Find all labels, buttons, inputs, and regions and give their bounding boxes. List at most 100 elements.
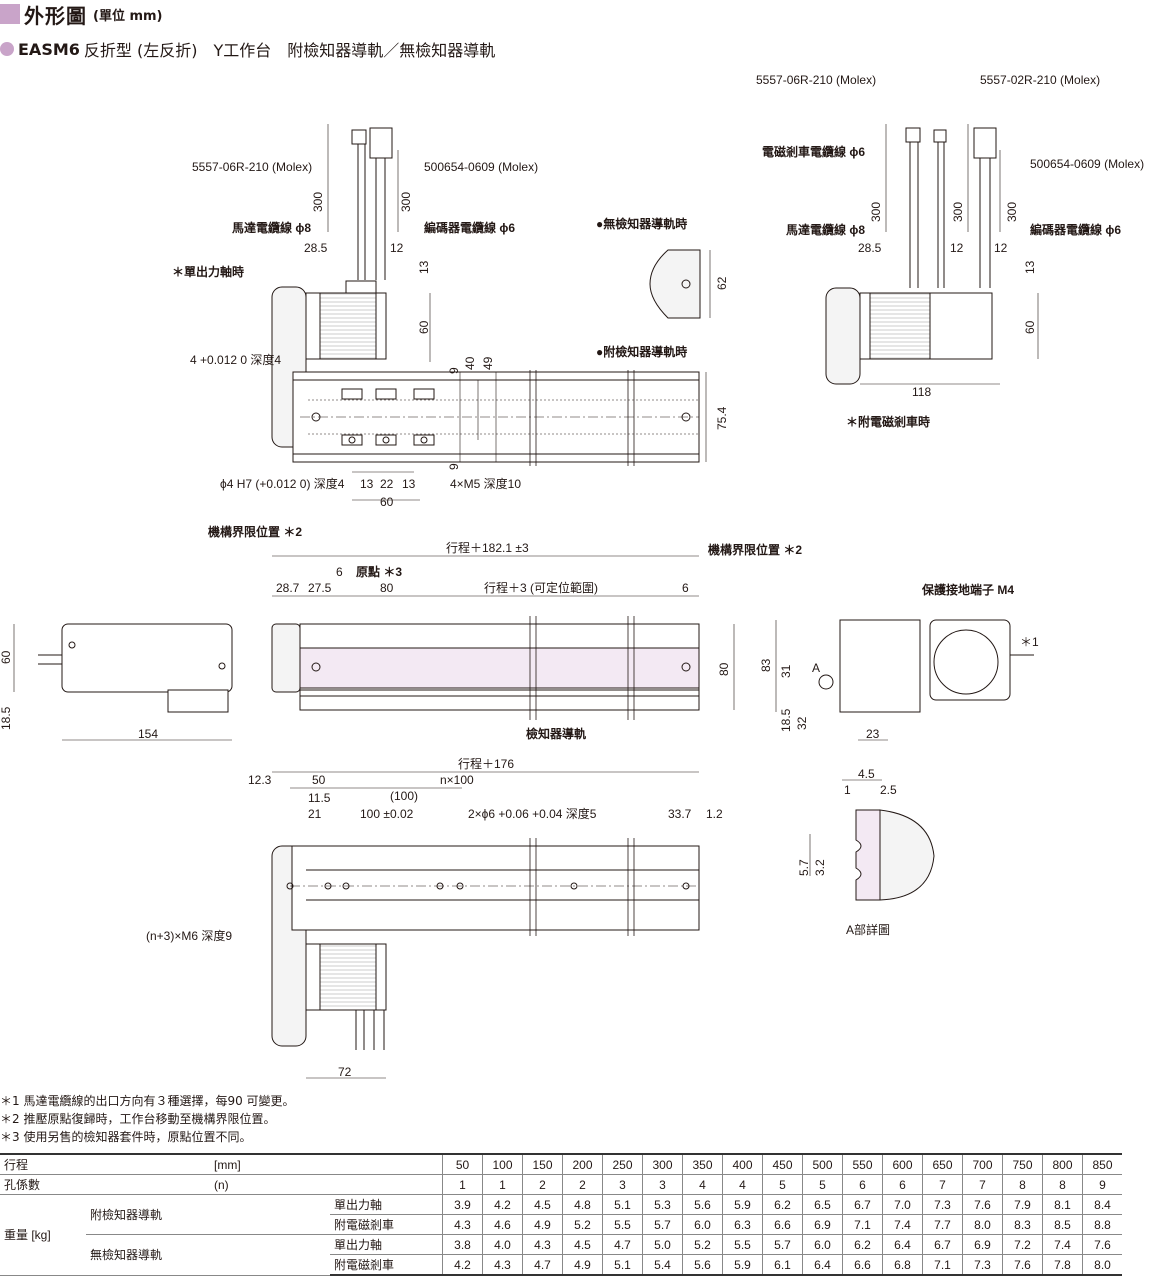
dim-9-a: 9 [447,367,461,374]
weight-cell: 6.8 [882,1254,923,1276]
stroke-cell: 200 [562,1153,603,1175]
dim-6: 6 [336,565,343,579]
label-sensor-rail: 檢知器導軌 [526,726,586,741]
weight-cell: 7.4 [1042,1234,1083,1255]
label-m5: 4×M5 深度10 [450,476,521,491]
weight-cell: 4.2 [482,1194,523,1215]
stroke-cell: 150 [522,1153,563,1175]
bullet-icon [0,42,14,56]
dim-12-3: 12.3 [248,773,272,787]
holes-cell: 5 [762,1174,803,1195]
holes-cell: 6 [882,1174,923,1195]
weight-cell: 7.9 [1002,1194,1043,1215]
weight-cell: 4.9 [522,1214,563,1235]
holes-cell: 2 [562,1174,603,1195]
weight-cell: 8.3 [1002,1214,1043,1235]
dim-80: 80 [380,581,394,595]
label-brake-cable: 電磁剎車電纜線 ϕ6 [762,144,865,159]
dim-32: 32 [795,716,809,730]
weight-cell: 4.0 [482,1234,523,1255]
dim-e-18-5: 18.5 [779,708,793,732]
weight-cell: 5.2 [562,1214,603,1235]
dim-13-a: 13 [360,477,374,491]
dim-300-b: 300 [399,192,413,212]
dim-9-b: 9 [447,463,461,470]
weight-cell: 4.7 [522,1254,563,1276]
dim-22: 22 [380,477,394,491]
weight-cell: 4.8 [562,1194,603,1215]
dim-r-300-a: 300 [869,202,883,222]
row-brake: 附電磁剎車 [330,1254,443,1276]
label-hole-4: 4 +0.012 0 深度4 [190,352,281,367]
holes-cell: 3 [642,1174,683,1195]
label-no-sensor-rail: ●無檢知器導軌時 [596,216,687,231]
weight-cell: 7.0 [882,1194,923,1215]
dim-1-2: 1.2 [706,807,723,821]
weight-cell: 6.7 [842,1194,883,1215]
row-brake: 附電磁剎車 [330,1214,443,1235]
label-ground-terminal: 保護接地端子 M4 [921,582,1014,597]
weight-cell: 4.5 [562,1234,603,1255]
dim-4-5: 4.5 [858,767,875,781]
dim-72: 72 [338,1065,352,1079]
label-origin: 原點 ＊3 [356,564,402,579]
weight-table: 行程 [mm] 50 100 150 200 250 300 350 400 4… [0,1153,1122,1276]
dim-80-h: 80 [717,662,731,676]
weight-label: 重量 [kg] [0,1194,86,1276]
holes-cell: 7 [962,1174,1003,1195]
dim-1: 1 [844,783,851,797]
dim-40: 40 [463,356,477,370]
dim-60-b: 60 [380,495,394,509]
weight-cell: 6.1 [762,1254,803,1276]
dim-3-2: 3.2 [813,859,827,876]
model-name: EASM6 [18,39,80,59]
label-star1: ＊1 [1020,635,1039,649]
weight-cell: 6.6 [842,1254,883,1276]
weight-cell: 5.1 [602,1194,643,1215]
weight-cell: 6.6 [762,1214,803,1235]
label-single-shaft: ＊單出力軸時 [172,264,244,279]
weight-cell: 7.4 [882,1214,923,1235]
holes-cell: 2 [522,1174,563,1195]
group-no-sensor: 無檢知器導軌 [86,1234,330,1276]
dim-r-60: 60 [1023,320,1037,334]
holes-unit: (n) [210,1174,443,1195]
holes-cell: 8 [1042,1174,1083,1195]
weight-cell: 7.6 [962,1194,1003,1215]
dim-28-5: 28.5 [304,241,328,255]
dim-28-7: 28.7 [276,581,300,595]
weight-cell: 5.3 [642,1194,683,1215]
label-molex-e: 500654-0609 (Molex) [1030,157,1144,171]
end-view [775,619,1034,741]
dim-r-12-a: 12 [950,241,964,255]
weight-cell: 7.1 [842,1214,883,1235]
stroke-cell: 250 [602,1153,643,1175]
weight-cell: 7.3 [922,1194,963,1215]
weight-cell: 4.3 [482,1254,523,1276]
dim-60: 60 [417,320,431,334]
label-with-sensor-rail: ●附檢知器導軌時 [596,344,687,359]
holes-cell: 1 [482,1174,523,1195]
group-sensor: 附檢知器導軌 [86,1194,330,1235]
weight-cell: 8.4 [1082,1194,1122,1215]
label-d100: 100 ±0.02 [360,807,414,821]
label-m6: (n+3)×M6 深度9 [146,928,232,943]
label-p100: (100) [390,789,418,803]
label-stroke-3: 行程＋3 (可定位範圍) [484,580,598,595]
weight-cell: 4.9 [562,1254,603,1276]
page-header: 外形圖 (單位 mm) [0,0,163,28]
stroke-cell: 500 [802,1153,843,1175]
weight-cell: 5.9 [722,1254,763,1276]
label-molex-a: 5557-06R-210 (Molex) [192,160,312,174]
label-motor-cable: 馬達電纜線 ϕ8 [232,220,311,235]
weight-cell: 8.5 [1042,1214,1083,1235]
weight-cell: 7.2 [1002,1234,1043,1255]
dim-27-5: 27.5 [308,581,332,595]
stroke-cell: 450 [762,1153,803,1175]
footnote-2: ＊2 推壓原點復歸時，工作台移動至機構界限位置。 [0,1112,276,1126]
dim-50: 50 [312,773,326,787]
label-stroke-182: 行程＋182.1 ±3 [446,540,529,555]
weight-cell: 6.2 [842,1234,883,1255]
dim-2-5: 2.5 [880,783,897,797]
dim-12: 12 [390,241,404,255]
